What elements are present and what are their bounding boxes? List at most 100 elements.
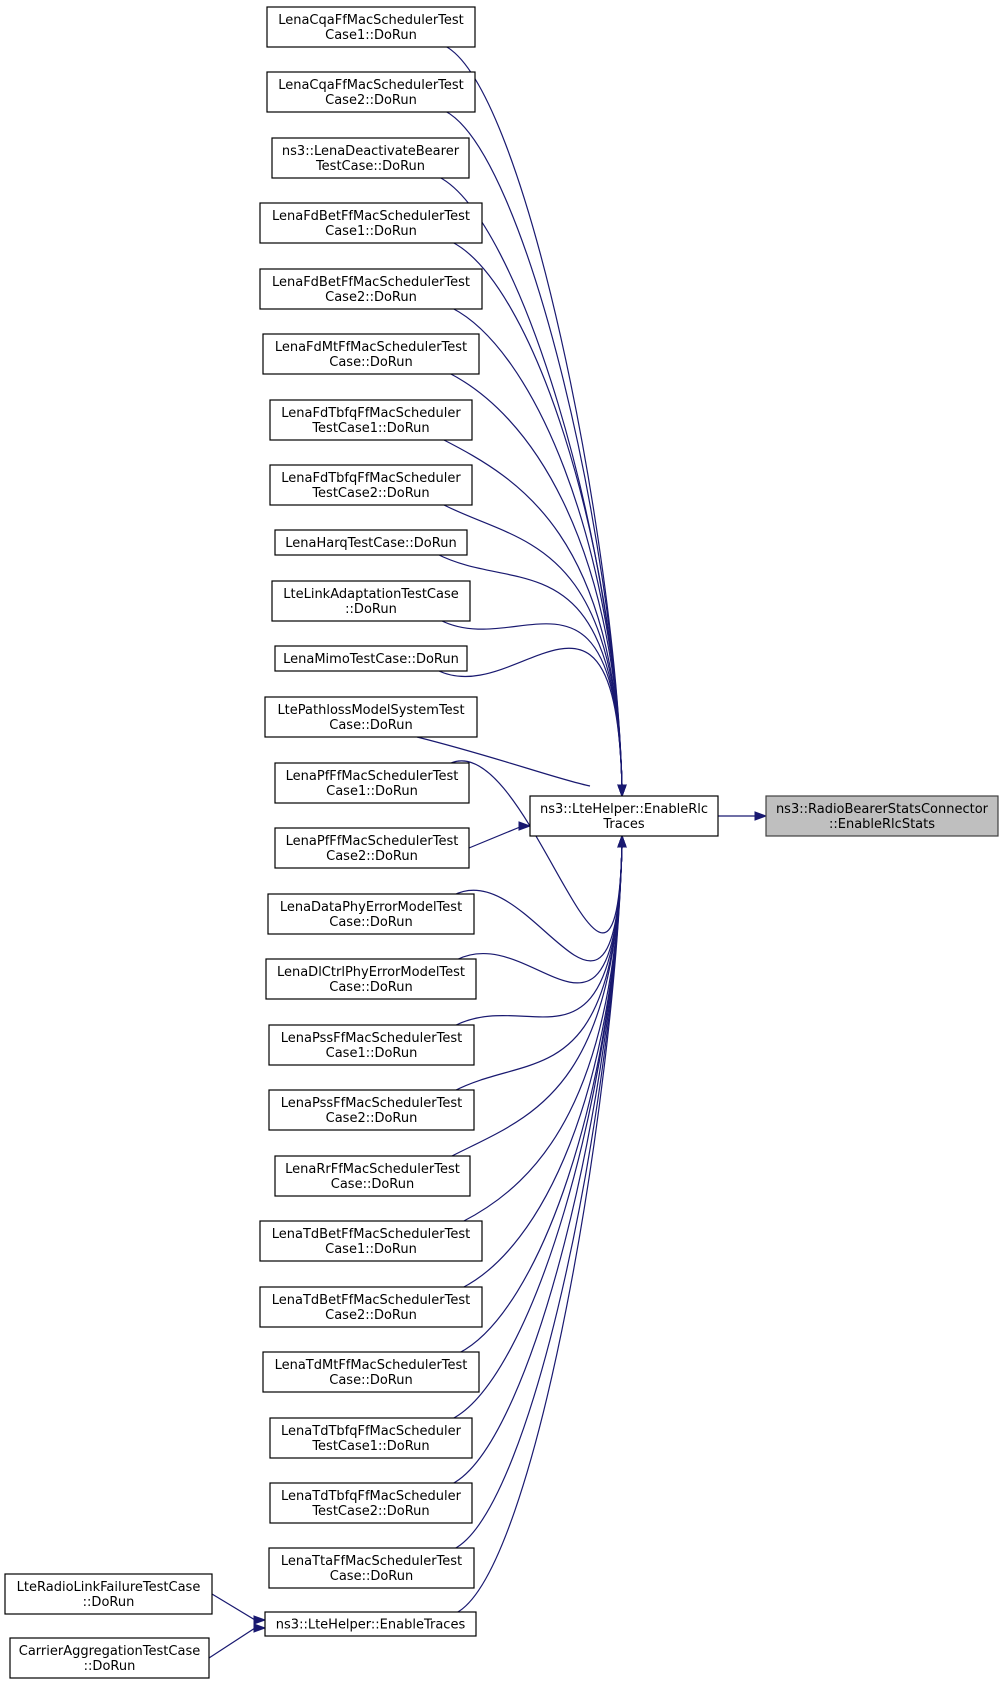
node-box-n8[interactable] xyxy=(274,529,468,556)
node-label-n1-line1: LenaCqaFfMacSchedulerTest xyxy=(278,78,464,93)
node-box-n14[interactable] xyxy=(267,893,475,935)
node-label-n20-line2: Case2::DoRun xyxy=(325,1308,417,1323)
node-box-n7[interactable] xyxy=(269,464,473,506)
node-box-n15[interactable] xyxy=(265,958,477,1000)
node-label-n24-line2: Case::DoRun xyxy=(330,1569,413,1584)
node-box-n17[interactable] xyxy=(268,1089,475,1131)
node-n8[interactable]: LenaHarqTestCase::DoRun xyxy=(274,529,468,556)
node-label-n4-line2: Case2::DoRun xyxy=(325,290,417,305)
node-label-n0-line1: LenaCqaFfMacSchedulerTest xyxy=(278,13,464,28)
node-label-n9-line1: LteLinkAdaptationTestCase xyxy=(283,587,458,602)
node-box-n18[interactable] xyxy=(274,1155,471,1197)
node-box-n16[interactable] xyxy=(268,1024,475,1066)
node-label-n8-line1: LenaHarqTestCase::DoRun xyxy=(285,536,456,551)
node-label-enableRlc-line2: Traces xyxy=(602,817,644,832)
node-box-n12[interactable] xyxy=(274,762,470,804)
edge-n12-to-enableRlc xyxy=(448,760,623,934)
node-box-n3[interactable] xyxy=(259,202,483,244)
node-label-n24-line1: LenaTtaFfMacSchedulerTest xyxy=(281,1554,462,1569)
edge-n24-to-enableRlc xyxy=(453,845,623,1550)
edge-n16-to-enableRlc xyxy=(453,845,623,1027)
node-n10[interactable]: LenaMimoTestCase::DoRun xyxy=(274,645,468,672)
node-label-n2-line1: ns3::LenaDeactivateBearer xyxy=(282,144,460,159)
node-label-enableRlc-line1: ns3::LteHelper::EnableRlc xyxy=(540,802,708,817)
node-box-rlf[interactable] xyxy=(4,1573,213,1615)
node-rlf[interactable]: LteRadioLinkFailureTestCase::DoRun xyxy=(4,1573,213,1615)
node-box-n5[interactable] xyxy=(262,333,480,375)
node-box-n13[interactable] xyxy=(274,827,470,869)
node-label-n6-line2: TestCase1::DoRun xyxy=(311,421,429,436)
node-box-n23[interactable] xyxy=(269,1482,473,1524)
node-label-n17-line2: Case2::DoRun xyxy=(326,1111,418,1126)
arrowhead-rlf-to-enableTraces xyxy=(253,1615,267,1625)
node-box-n2[interactable] xyxy=(271,137,470,179)
node-ca[interactable]: CarrierAggregationTestCase::DoRun xyxy=(9,1637,210,1679)
node-box-n24[interactable] xyxy=(268,1547,475,1589)
node-label-n18-line2: Case::DoRun xyxy=(331,1177,414,1192)
node-box-n10[interactable] xyxy=(274,645,468,672)
node-box-enableRlc[interactable] xyxy=(529,795,719,837)
node-box-n21[interactable] xyxy=(262,1351,480,1393)
node-label-n11-line2: Case::DoRun xyxy=(329,718,412,733)
node-label-n17-line1: LenaPssFfMacSchedulerTest xyxy=(281,1096,462,1111)
node-box-n4[interactable] xyxy=(259,268,483,310)
node-label-n12-line2: Case1::DoRun xyxy=(326,784,418,799)
node-label-n5-line1: LenaFdMtFfMacSchedulerTest xyxy=(275,340,467,355)
node-target[interactable]: ns3::RadioBearerStatsConnector::EnableRl… xyxy=(765,795,999,837)
edge-n10-to-enableRlc xyxy=(436,647,623,787)
arrowhead-enableTraces-to-enableRlc xyxy=(617,834,627,848)
node-label-n23-line1: LenaTdTbfqFfMacScheduler xyxy=(281,1489,462,1504)
node-box-n19[interactable] xyxy=(259,1220,483,1262)
node-box-n0[interactable] xyxy=(266,6,476,48)
edge-enableTraces-to-enableRlc xyxy=(455,845,623,1614)
node-box-n11[interactable] xyxy=(264,696,478,738)
edge-n22-to-enableRlc xyxy=(451,845,623,1420)
node-box-ca[interactable] xyxy=(9,1637,210,1679)
node-label-n2-line2: TestCase::DoRun xyxy=(315,159,425,174)
node-box-target[interactable] xyxy=(765,795,999,837)
node-label-n16-line2: Case1::DoRun xyxy=(326,1046,418,1061)
edge-n7-to-enableRlc xyxy=(441,503,623,787)
edge-n11-to-enableRlc xyxy=(416,736,591,787)
edge-rlf-to-enableTraces xyxy=(211,1593,256,1621)
node-label-n22-line2: TestCase1::DoRun xyxy=(311,1439,429,1454)
node-label-n15-line2: Case::DoRun xyxy=(329,980,412,995)
node-box-n1[interactable] xyxy=(266,71,476,113)
node-box-enableTraces[interactable] xyxy=(264,1611,477,1637)
node-box-n9[interactable] xyxy=(271,580,471,622)
node-box-n22[interactable] xyxy=(269,1417,473,1459)
node-label-n3-line2: Case1::DoRun xyxy=(325,224,417,239)
arrowhead-enableRlc-to-target xyxy=(754,811,768,821)
node-label-n12-line1: LenaPfFfMacSchedulerTest xyxy=(286,769,459,784)
arrowhead-n11-to-enableRlc xyxy=(617,784,627,798)
node-label-n13-line2: Case2::DoRun xyxy=(326,849,418,864)
node-box-n6[interactable] xyxy=(269,399,473,441)
node-n9[interactable]: LteLinkAdaptationTestCase::DoRun xyxy=(271,580,471,622)
node-box-n20[interactable] xyxy=(259,1286,483,1328)
node-enableTraces[interactable]: ns3::LteHelper::EnableTraces xyxy=(264,1611,477,1637)
